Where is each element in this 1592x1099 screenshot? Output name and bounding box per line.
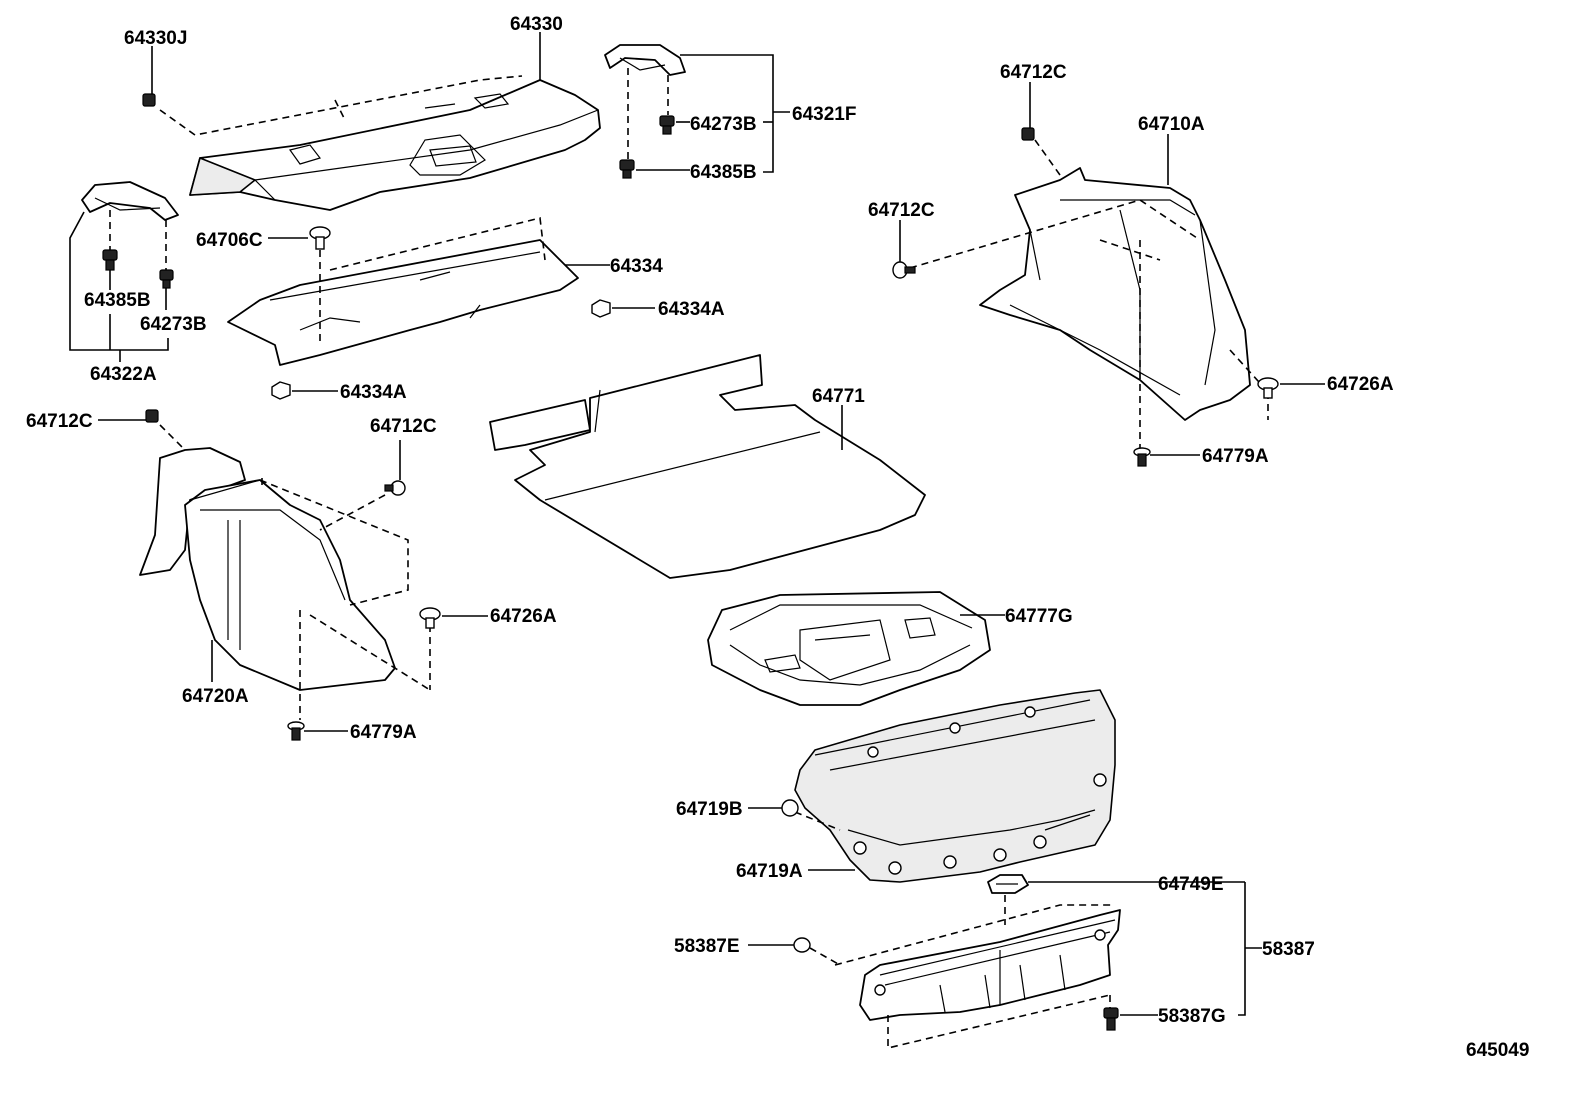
label-64719B: 64719B	[676, 799, 743, 820]
clip-64712C-left	[145, 409, 159, 423]
label-64726A-right: 64726A	[1327, 374, 1394, 395]
screw-64385B-top	[619, 159, 635, 179]
label-64321F: 64321F	[792, 104, 856, 125]
clip-64749E	[987, 874, 1029, 894]
clip-58387E	[793, 937, 811, 953]
clip-64779A-left	[287, 721, 305, 741]
side-trim-right-64710A	[979, 167, 1251, 421]
label-58387G: 58387G	[1158, 1006, 1226, 1027]
label-64334A-left: 64334A	[340, 382, 407, 403]
label-64273B-top: 64273B	[690, 114, 757, 135]
tool-tray-64777G	[707, 591, 991, 706]
pad-64334A-right	[591, 299, 611, 318]
clip-64330J	[142, 93, 156, 107]
label-64712C-mid-right: 64712C	[868, 200, 935, 221]
screw-64273B-top	[659, 115, 675, 135]
label-64330: 64330	[510, 14, 563, 35]
label-64749E: 64749E	[1158, 874, 1224, 895]
clip-64726A-left	[419, 607, 441, 629]
label-64334: 64334	[610, 256, 663, 277]
label-64712C-left: 64712C	[26, 411, 93, 432]
package-tray-trim	[189, 79, 601, 211]
pad-64334A-left	[271, 381, 291, 400]
label-64720A: 64720A	[182, 686, 249, 707]
screw-64273B-left	[159, 269, 174, 289]
label-64334A-right: 64334A	[658, 299, 725, 320]
screw-58387G	[1103, 1007, 1119, 1031]
side-trim-left-64720A	[139, 447, 396, 691]
bracket-64322A	[81, 181, 179, 221]
label-64710A: 64710A	[1138, 114, 1205, 135]
label-58387E: 58387E	[674, 936, 740, 957]
label-64771: 64771	[812, 386, 865, 407]
label-64777G: 64777G	[1005, 606, 1073, 627]
label-58387: 58387	[1262, 939, 1315, 960]
label-64273B-left: 64273B	[140, 314, 207, 335]
label-64779A-left: 64779A	[350, 722, 417, 743]
bracket-64321F	[604, 44, 686, 76]
label-64385B-left: 64385B	[84, 290, 151, 311]
label-64322A: 64322A	[90, 364, 157, 385]
clip-64712C-top-right	[1021, 127, 1035, 141]
clip-64706C	[309, 226, 331, 250]
label-64706C: 64706C	[196, 230, 263, 251]
label-64385B-top: 64385B	[690, 162, 757, 183]
diagram-id: 645049	[1466, 1040, 1529, 1061]
garnish-58387	[859, 909, 1121, 1021]
clip-64779A-right	[1133, 447, 1151, 467]
label-64712C-top-right: 64712C	[1000, 62, 1067, 83]
clip-64712C-center	[384, 480, 406, 496]
label-64712C-center: 64712C	[370, 416, 437, 437]
clip-64726A-right	[1257, 377, 1279, 399]
screw-64385B-left	[102, 249, 118, 271]
clip-64719B	[781, 799, 799, 817]
label-64726A-left: 64726A	[490, 606, 557, 627]
lid-lining-64719A	[794, 689, 1116, 883]
label-64779A-right: 64779A	[1202, 446, 1269, 467]
trunk-mat-64334	[227, 239, 579, 366]
clip-64712C-mid-right	[892, 261, 916, 279]
luggage-mat-64771	[489, 354, 926, 579]
label-64719A: 64719A	[736, 861, 803, 882]
label-64330J: 64330J	[124, 28, 187, 49]
